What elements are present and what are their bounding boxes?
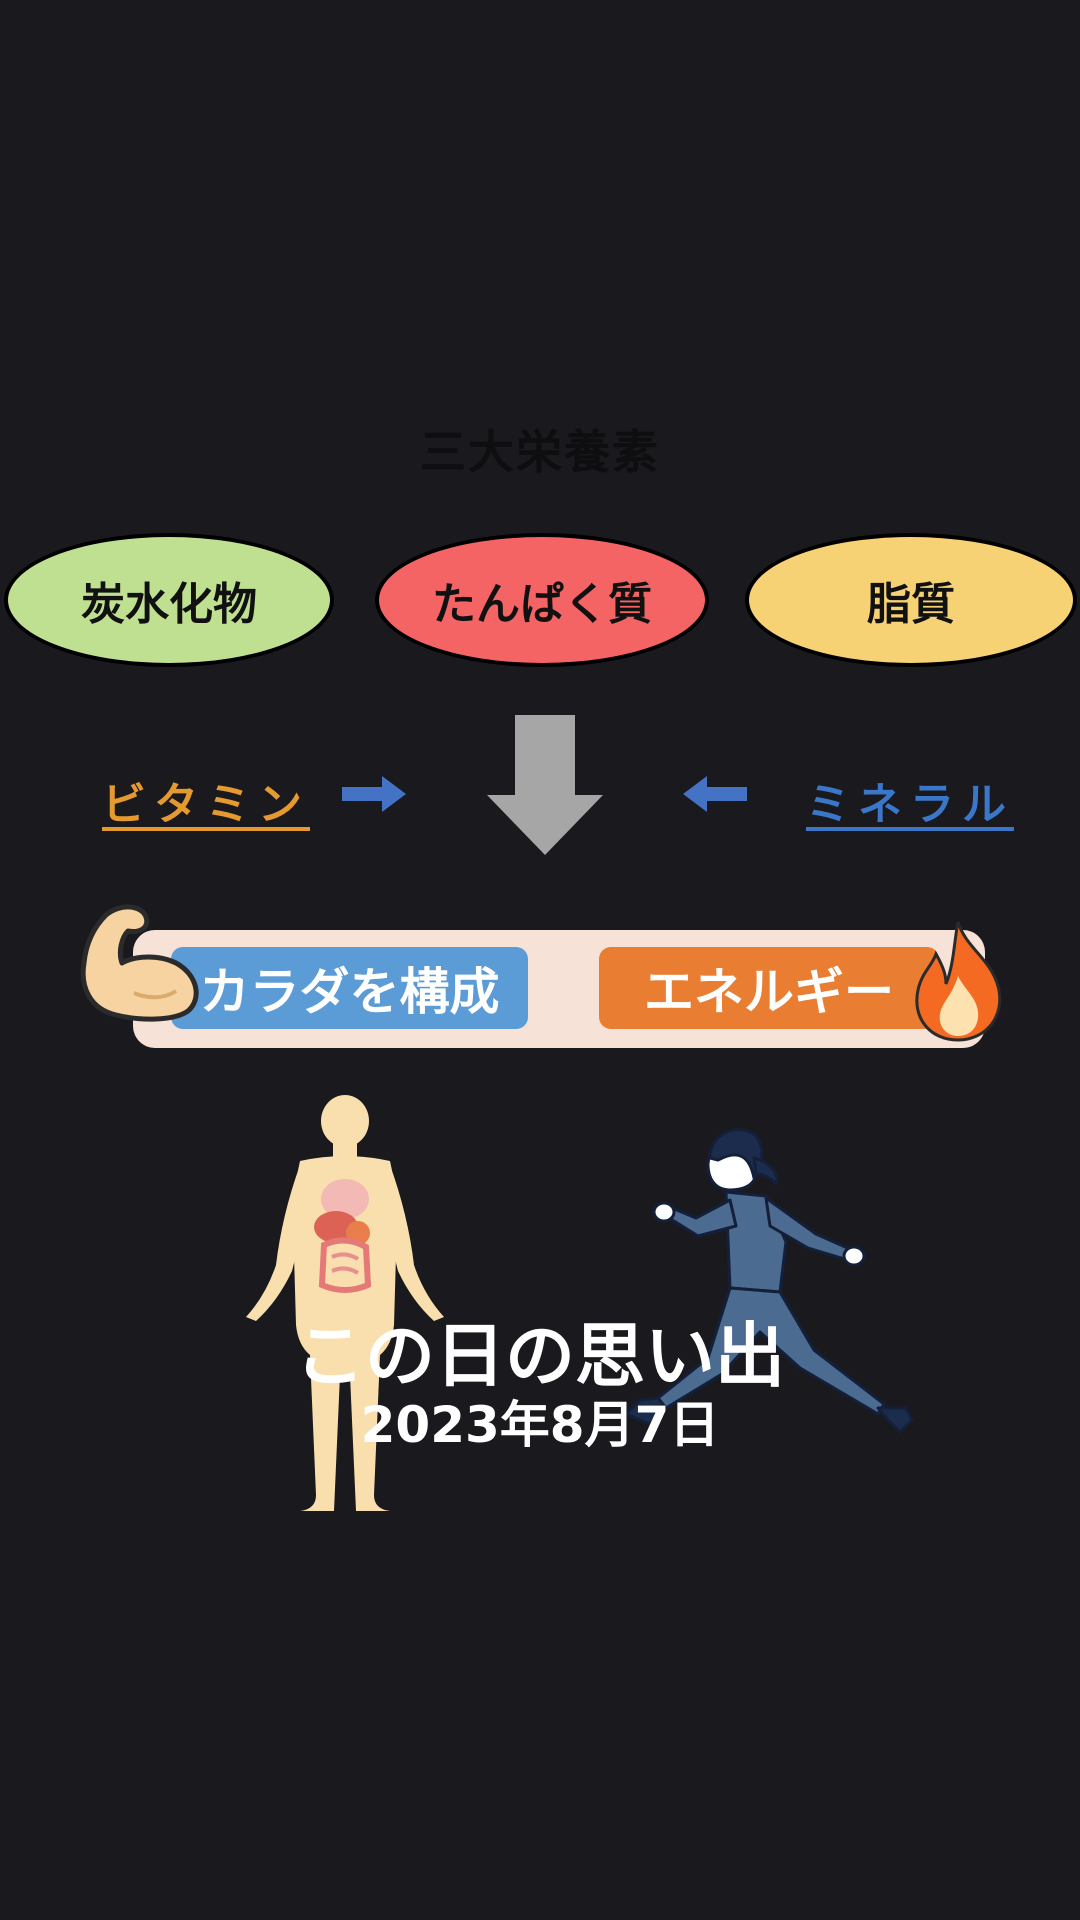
human-body-illustration <box>246 1095 444 1511</box>
nutrient-label: 炭水化物 <box>81 579 257 630</box>
vitamin-label: ビタミン <box>102 779 310 830</box>
memory-date: 2023年8月7日 <box>360 1396 720 1454</box>
pill-label: カラダを構成 <box>199 963 500 1021</box>
body-building-pill: カラダを構成 <box>171 947 528 1029</box>
nutrient-carbohydrate: 炭水化物 <box>4 533 334 667</box>
nutrient-protein: たんぱく質 <box>375 533 709 667</box>
nutrient-label: たんぱく質 <box>432 579 652 630</box>
nutrient-label: 脂質 <box>867 579 955 630</box>
nutrient-fat: 脂質 <box>745 533 1077 667</box>
flexed-biceps-icon <box>80 904 199 1022</box>
page-title: 三大栄養素 <box>420 425 660 479</box>
arrow-left-icon <box>683 776 747 812</box>
pill-label: エネルギー <box>644 963 894 1021</box>
mineral-label: ミネラル <box>806 779 1014 830</box>
energy-pill: エネルギー <box>599 947 939 1029</box>
running-woman-illustration <box>624 1128 914 1434</box>
arrow-down-icon <box>487 715 603 855</box>
arrow-right-icon <box>342 776 406 812</box>
fire-icon <box>915 921 1002 1042</box>
memory-title: この日の思い出 <box>295 1315 785 1397</box>
